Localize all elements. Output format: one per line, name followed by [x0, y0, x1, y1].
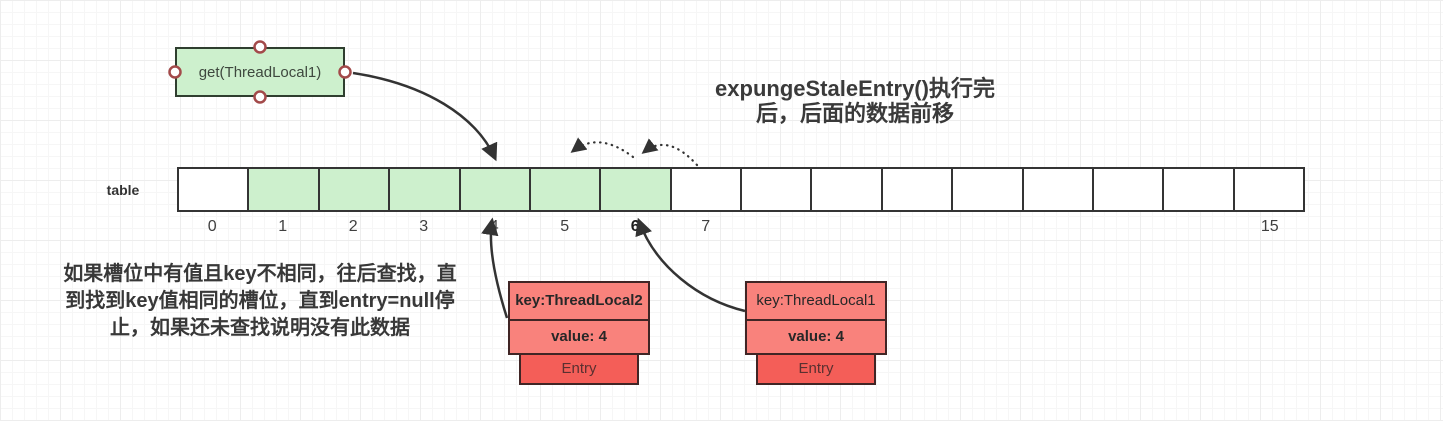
cell-index-14: [1164, 218, 1235, 236]
lookup-rule-note[interactable]: 如果槽位中有值且key不相同，往后查找，直 到找到key值相同的槽位，直到ent…: [28, 261, 492, 342]
get-threadlocal1-box[interactable]: get(ThreadLocal1): [175, 47, 345, 97]
table-cell-12[interactable]: [1021, 167, 1094, 212]
get-threadlocal1-label: get(ThreadLocal1): [198, 63, 322, 81]
entry-key-threadlocal1[interactable]: key:ThreadLocal1: [745, 281, 887, 321]
entry-footer-threadlocal1[interactable]: Entry: [756, 353, 876, 385]
table-cell-10[interactable]: [880, 167, 954, 212]
entry-value-threadlocal1[interactable]: value: 4: [745, 319, 887, 355]
lookup-rule-line2: 到找到key值相同的槽位，直到entry=null停: [65, 290, 455, 312]
cell-index-7: 7: [701, 218, 711, 235]
entry-value-threadlocal2[interactable]: value: 4: [508, 319, 650, 355]
cell-index-3: 3: [419, 218, 429, 235]
cell-index-0: 0: [207, 218, 217, 235]
entry-key-threadlocal2[interactable]: key:ThreadLocal2: [508, 281, 650, 321]
table-cell-6[interactable]: [599, 167, 672, 212]
cell-index-9: [812, 218, 883, 236]
table-cell-4[interactable]: [458, 167, 531, 212]
table-cell-13[interactable]: [1091, 167, 1165, 212]
expunge-note-line1: expungeStaleEntry()执行完: [715, 76, 995, 101]
table-cell-7[interactable]: [669, 167, 742, 212]
arrow-get-to-slot4-icon: [352, 71, 498, 162]
cell-index-13: [1094, 218, 1165, 236]
lookup-rule-line3: 止，如果还未查找说明没有此数据: [110, 317, 410, 339]
cell-index-6: 6: [630, 218, 640, 235]
table-cell-11[interactable]: [951, 167, 1024, 212]
cell-index-10: [882, 218, 953, 236]
table-label: table: [106, 182, 140, 198]
table-cell-14[interactable]: [1162, 167, 1235, 212]
table-cell-0[interactable]: [177, 167, 250, 212]
cell-index-11: [953, 218, 1024, 236]
cell-index-12: [1023, 218, 1094, 236]
table-cell-8[interactable]: [740, 167, 813, 212]
table-cell-5[interactable]: [528, 167, 602, 212]
table-indices: 0 1 2 3 4 5 6 7 15: [177, 218, 1305, 236]
table-cell-9[interactable]: [810, 167, 883, 212]
cell-index-15: 15: [1260, 218, 1279, 235]
entry-box-threadlocal1[interactable]: key:ThreadLocal1 value: 4 Entry: [745, 281, 887, 385]
cell-index-1: 1: [278, 218, 288, 235]
table-cell-2[interactable]: [317, 167, 391, 212]
cell-index-8: [741, 218, 812, 236]
table-cell-1[interactable]: [247, 167, 320, 212]
move-arc-6-to-5-icon: [570, 137, 635, 159]
cell-index-2: 2: [348, 218, 358, 235]
cell-index-4: 4: [489, 218, 499, 235]
expunge-note-line2: 后，后面的数据前移: [755, 101, 954, 126]
entry-box-threadlocal2[interactable]: key:ThreadLocal2 value: 4 Entry: [508, 281, 650, 385]
cell-index-5: 5: [560, 218, 570, 235]
lookup-rule-line1: 如果槽位中有值且key不相同，往后查找，直: [63, 263, 457, 285]
table-cells: [177, 167, 1305, 212]
move-arc-7-to-6-icon: [641, 138, 699, 167]
entry-footer-threadlocal2[interactable]: Entry: [519, 353, 639, 385]
expunge-note[interactable]: expungeStaleEntry()执行完 后，后面的数据前移: [688, 76, 1022, 126]
table-cell-3[interactable]: [388, 167, 461, 212]
table-cell-15[interactable]: [1232, 167, 1305, 212]
